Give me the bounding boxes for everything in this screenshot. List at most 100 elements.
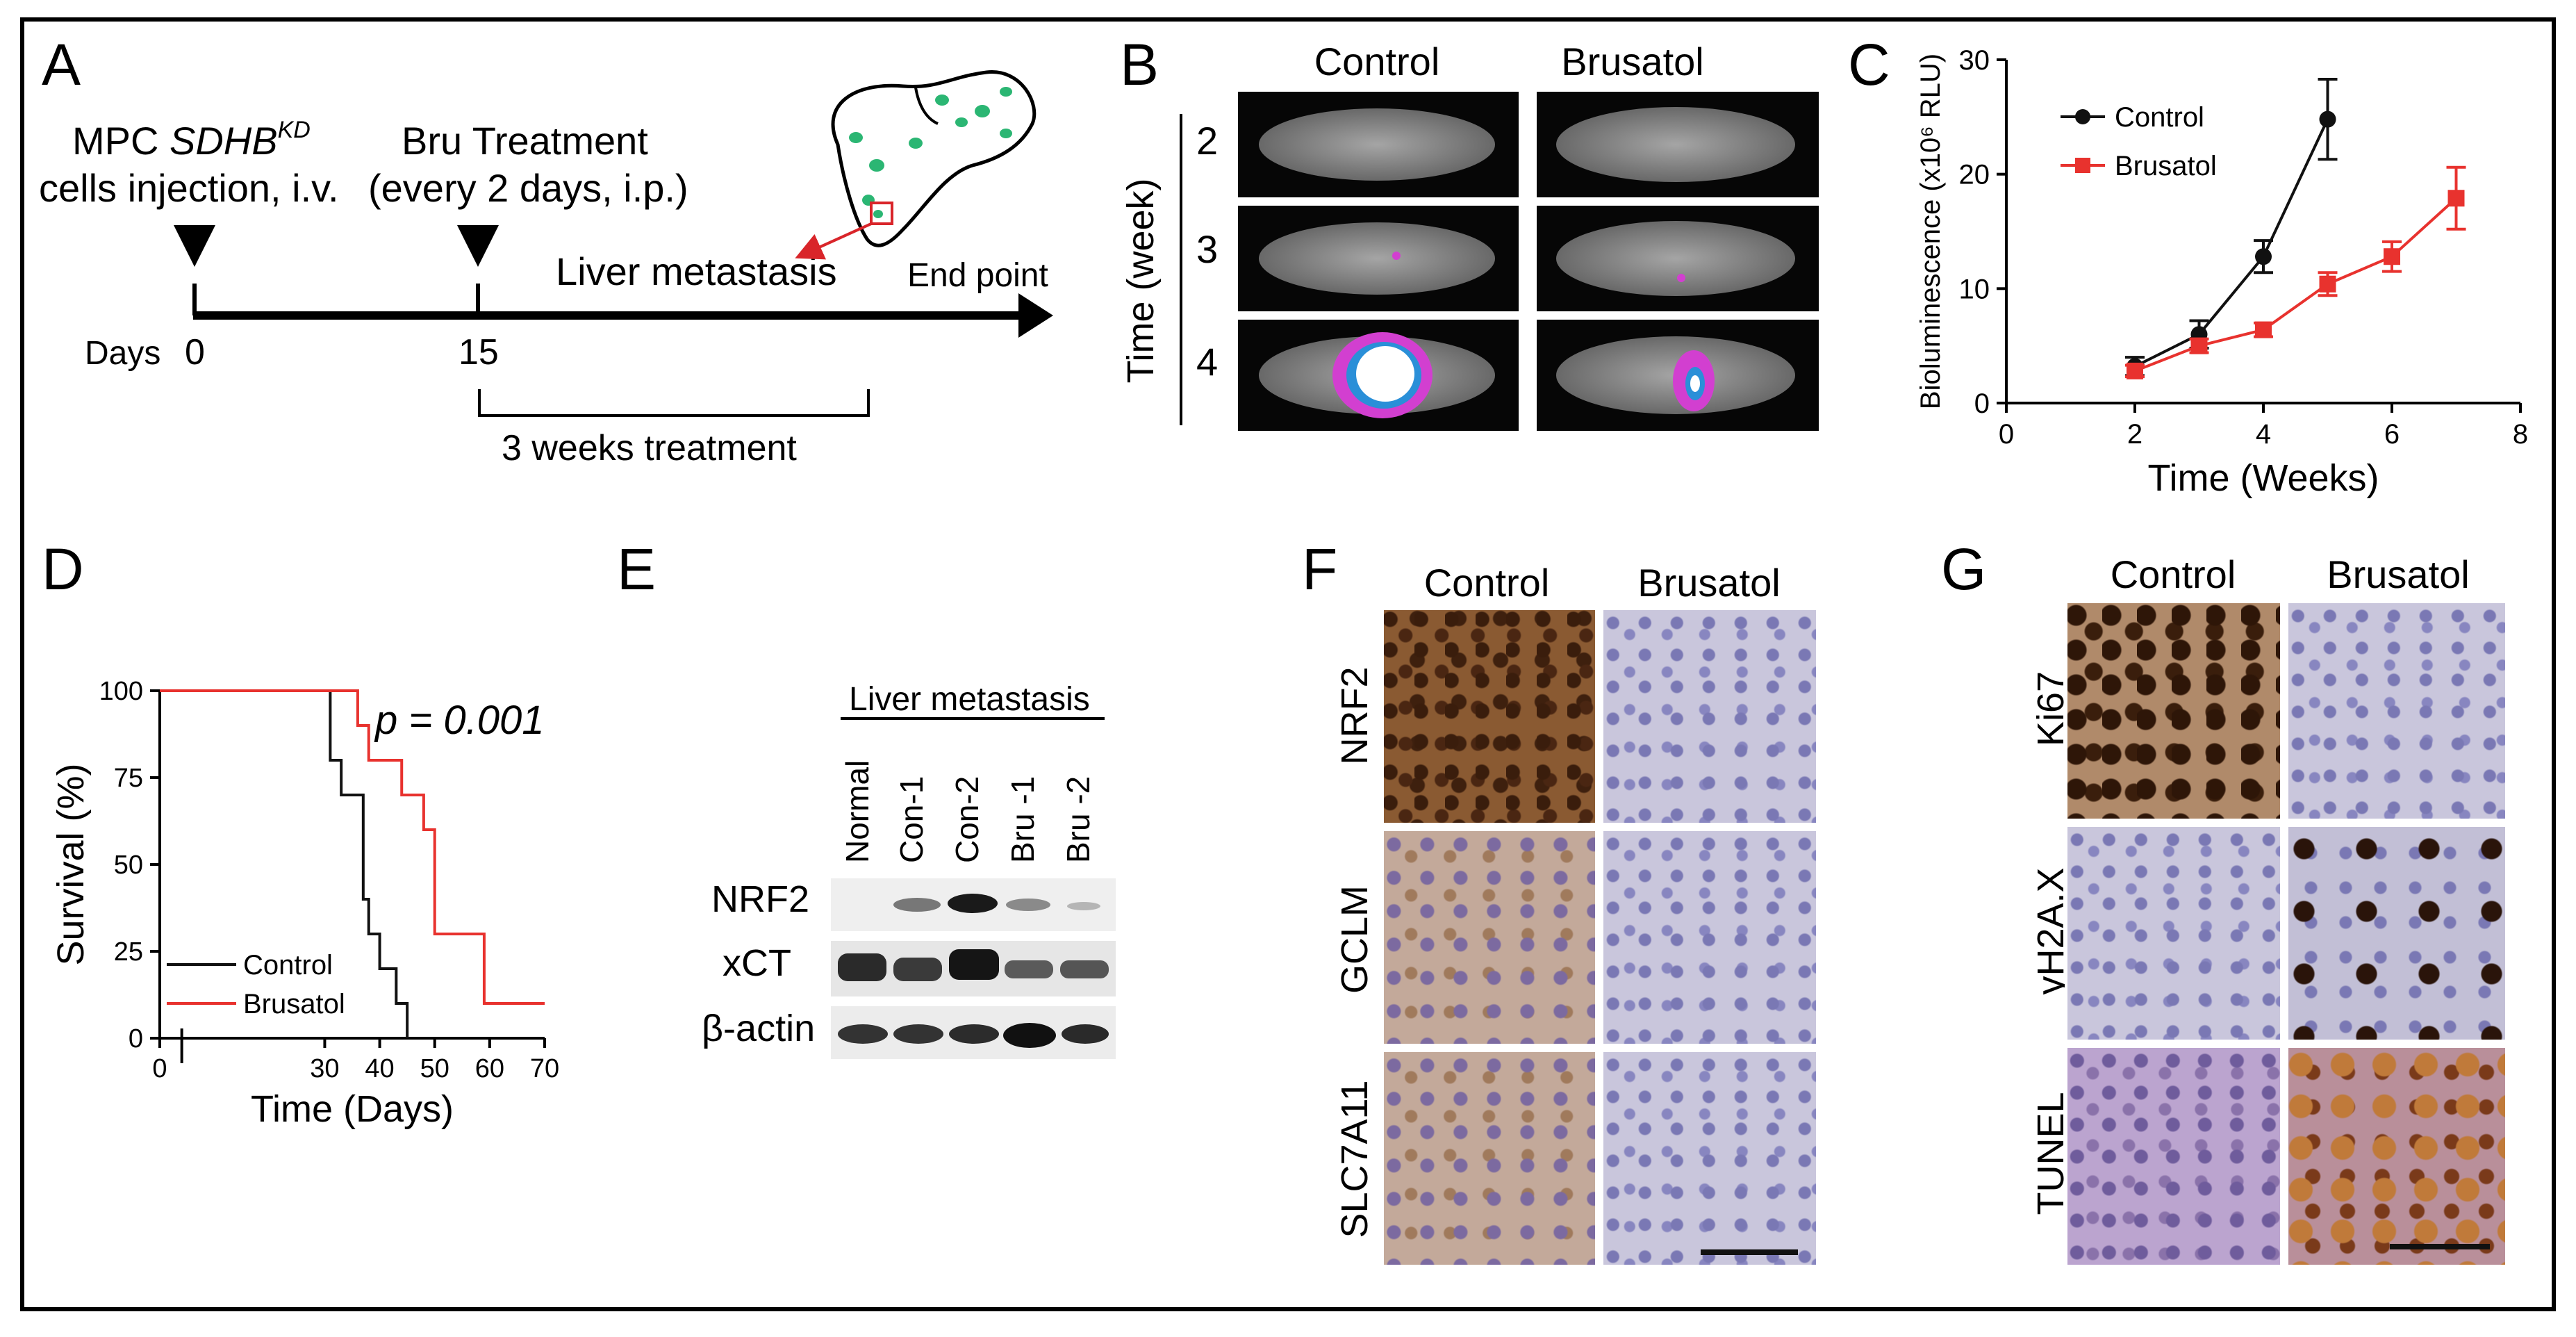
liver-zoom-box [870, 202, 893, 225]
panel-b-row-axis: Time (week) [1120, 178, 1162, 383]
c-data-point [2319, 110, 2336, 128]
treatment-label: Bru Treatment [402, 119, 648, 163]
metastasis-label: Liver metastasis [556, 249, 837, 293]
injection-route: cells injection, i.v. [39, 166, 339, 210]
bli-image-brusatol-week4 [1537, 320, 1819, 431]
d-legend-label: Control [243, 950, 333, 981]
duration-label: 3 weeks treatment [502, 428, 797, 468]
blot-lane-bru1: Bru -1 [1005, 776, 1041, 863]
ihc-f-gclm-control [1381, 828, 1598, 1047]
d-x-tick-label: 60 [475, 1054, 504, 1083]
injection-prefix: MPC [72, 119, 170, 163]
panel-b-col-brusatol: Brusatol [1561, 40, 1703, 83]
d-y-tick-label: 25 [114, 937, 143, 967]
days-label: Days [85, 335, 160, 372]
panel-c-letter: C [1848, 32, 1890, 97]
blot-header: Liver metastasis [849, 681, 1090, 718]
panel-f-row-slc7a11: SLC7A11 [1334, 1080, 1376, 1238]
d-x-tick-label: 30 [310, 1054, 339, 1083]
d-x-tick-label: 50 [420, 1054, 449, 1083]
c-legend-label: Control [2115, 102, 2204, 133]
ihc-g-tunel-control [2065, 1045, 2283, 1268]
c-y-axis-label: Bioluminescence (x10⁶ RLU) [1915, 54, 1946, 409]
panel-b-letter: B [1120, 32, 1159, 97]
d-y-tick-label: 75 [114, 764, 143, 793]
c-y-tick-label: 30 [1959, 45, 1990, 76]
p-value-label: p = 0.001 [374, 698, 545, 743]
blot-xct [831, 941, 1116, 996]
panel-b: B Control Brusatol Time (week) 2 3 4 [1120, 32, 1819, 431]
day-0-label: 0 [185, 332, 205, 372]
panel-a-letter: A [42, 32, 81, 97]
c-data-point [2127, 362, 2143, 379]
blot-actin [831, 1006, 1116, 1059]
blot-nrf2 [831, 878, 1116, 931]
c-legend-label: Brusatol [2115, 151, 2217, 181]
liver-nodules [849, 87, 1012, 218]
blot-lane-con2: Con-2 [949, 776, 985, 863]
panel-f-col-brusatol: Brusatol [1637, 561, 1780, 605]
panel-b-row-2: 2 [1196, 119, 1218, 163]
panel-g-letter: G [1941, 536, 1986, 602]
d-survival-curve [160, 689, 409, 1038]
panel-e: E Liver metastasis Normal Con-1 Con-2 Br… [617, 536, 1116, 1059]
d-x-tick-label: 40 [365, 1054, 394, 1083]
blot-label-xct: xCT [723, 942, 791, 984]
injection-label: MPC SDHBKD [72, 117, 311, 163]
ihc-f-nrf2-control [1381, 607, 1598, 826]
c-data-point [2319, 275, 2336, 293]
c-x-tick-label: 8 [2513, 419, 2528, 450]
injection-superscript: KD [278, 117, 311, 143]
blot-label-actin: β-actin [702, 1008, 815, 1049]
endpoint-label: End point [907, 257, 1048, 294]
panel-a: A MPC SDHBKD cells injection, i.v. Bru T… [39, 32, 1053, 468]
blot-lane-bru2: Bru -2 [1060, 776, 1096, 863]
c-y-tick-label: 10 [1959, 274, 1990, 304]
c-series-line [2134, 197, 2457, 372]
d-survival-curve [160, 689, 545, 1005]
ihc-g-ki67-control [2065, 600, 2283, 821]
c-y-tick-label: 20 [1959, 160, 1990, 190]
ihc-g-ki67-brusatol [2286, 600, 2508, 821]
d-x-axis-label: Time (Days) [251, 1088, 454, 1130]
liver-outline [831, 70, 1037, 247]
c-y-tick-label: 0 [1974, 388, 1990, 419]
ihc-f-nrf2-brusatol [1601, 607, 1819, 826]
panel-b-col-control: Control [1314, 40, 1440, 83]
ihc-g-gh2ax-brusatol [2286, 824, 2508, 1042]
bli-image-control-week2 [1238, 92, 1519, 197]
d-y-axis-label: Survival (%) [50, 763, 92, 965]
c-x-tick-label: 2 [2127, 419, 2142, 450]
ihc-f-slc7a11-control [1381, 1049, 1598, 1268]
c-x-axis-label: Time (Weeks) [2147, 457, 2379, 499]
c-series-line [2134, 118, 2329, 368]
panel-g-col-control: Control [2111, 552, 2236, 596]
d-y-tick-label: 50 [114, 851, 143, 880]
bli-image-control-week4 [1238, 320, 1519, 431]
panel-e-letter: E [617, 536, 656, 602]
ihc-f-gclm-brusatol [1601, 828, 1819, 1047]
panel-g-col-brusatol: Brusatol [2327, 552, 2469, 596]
ihc-g-gh2ax-control [2065, 824, 2283, 1042]
c-legend-marker [2075, 158, 2090, 173]
panel-f-col-control: Control [1424, 561, 1550, 605]
d-y-tick-label: 0 [129, 1024, 143, 1053]
scale-bar-f [1701, 1249, 1798, 1255]
treatment-schedule: (every 2 days, i.p.) [368, 166, 688, 210]
blot-label-nrf2: NRF2 [711, 878, 809, 920]
c-data-point [2255, 321, 2272, 338]
ihc-f-slc7a11-brusatol [1601, 1049, 1819, 1268]
blot-lane-con1: Con-1 [893, 776, 930, 863]
c-data-point [2447, 190, 2465, 207]
bli-image-brusatol-week3 [1537, 206, 1819, 311]
liver-zoom-arrow [795, 222, 872, 260]
scale-bar-g [2390, 1244, 2490, 1249]
ihc-g-tunel-brusatol [2286, 1045, 2508, 1268]
d-x-tick-label: 0 [152, 1054, 167, 1083]
panel-b-row-3: 3 [1196, 227, 1218, 271]
panel-b-row-4: 4 [1196, 340, 1218, 384]
c-data-point [2384, 248, 2400, 265]
